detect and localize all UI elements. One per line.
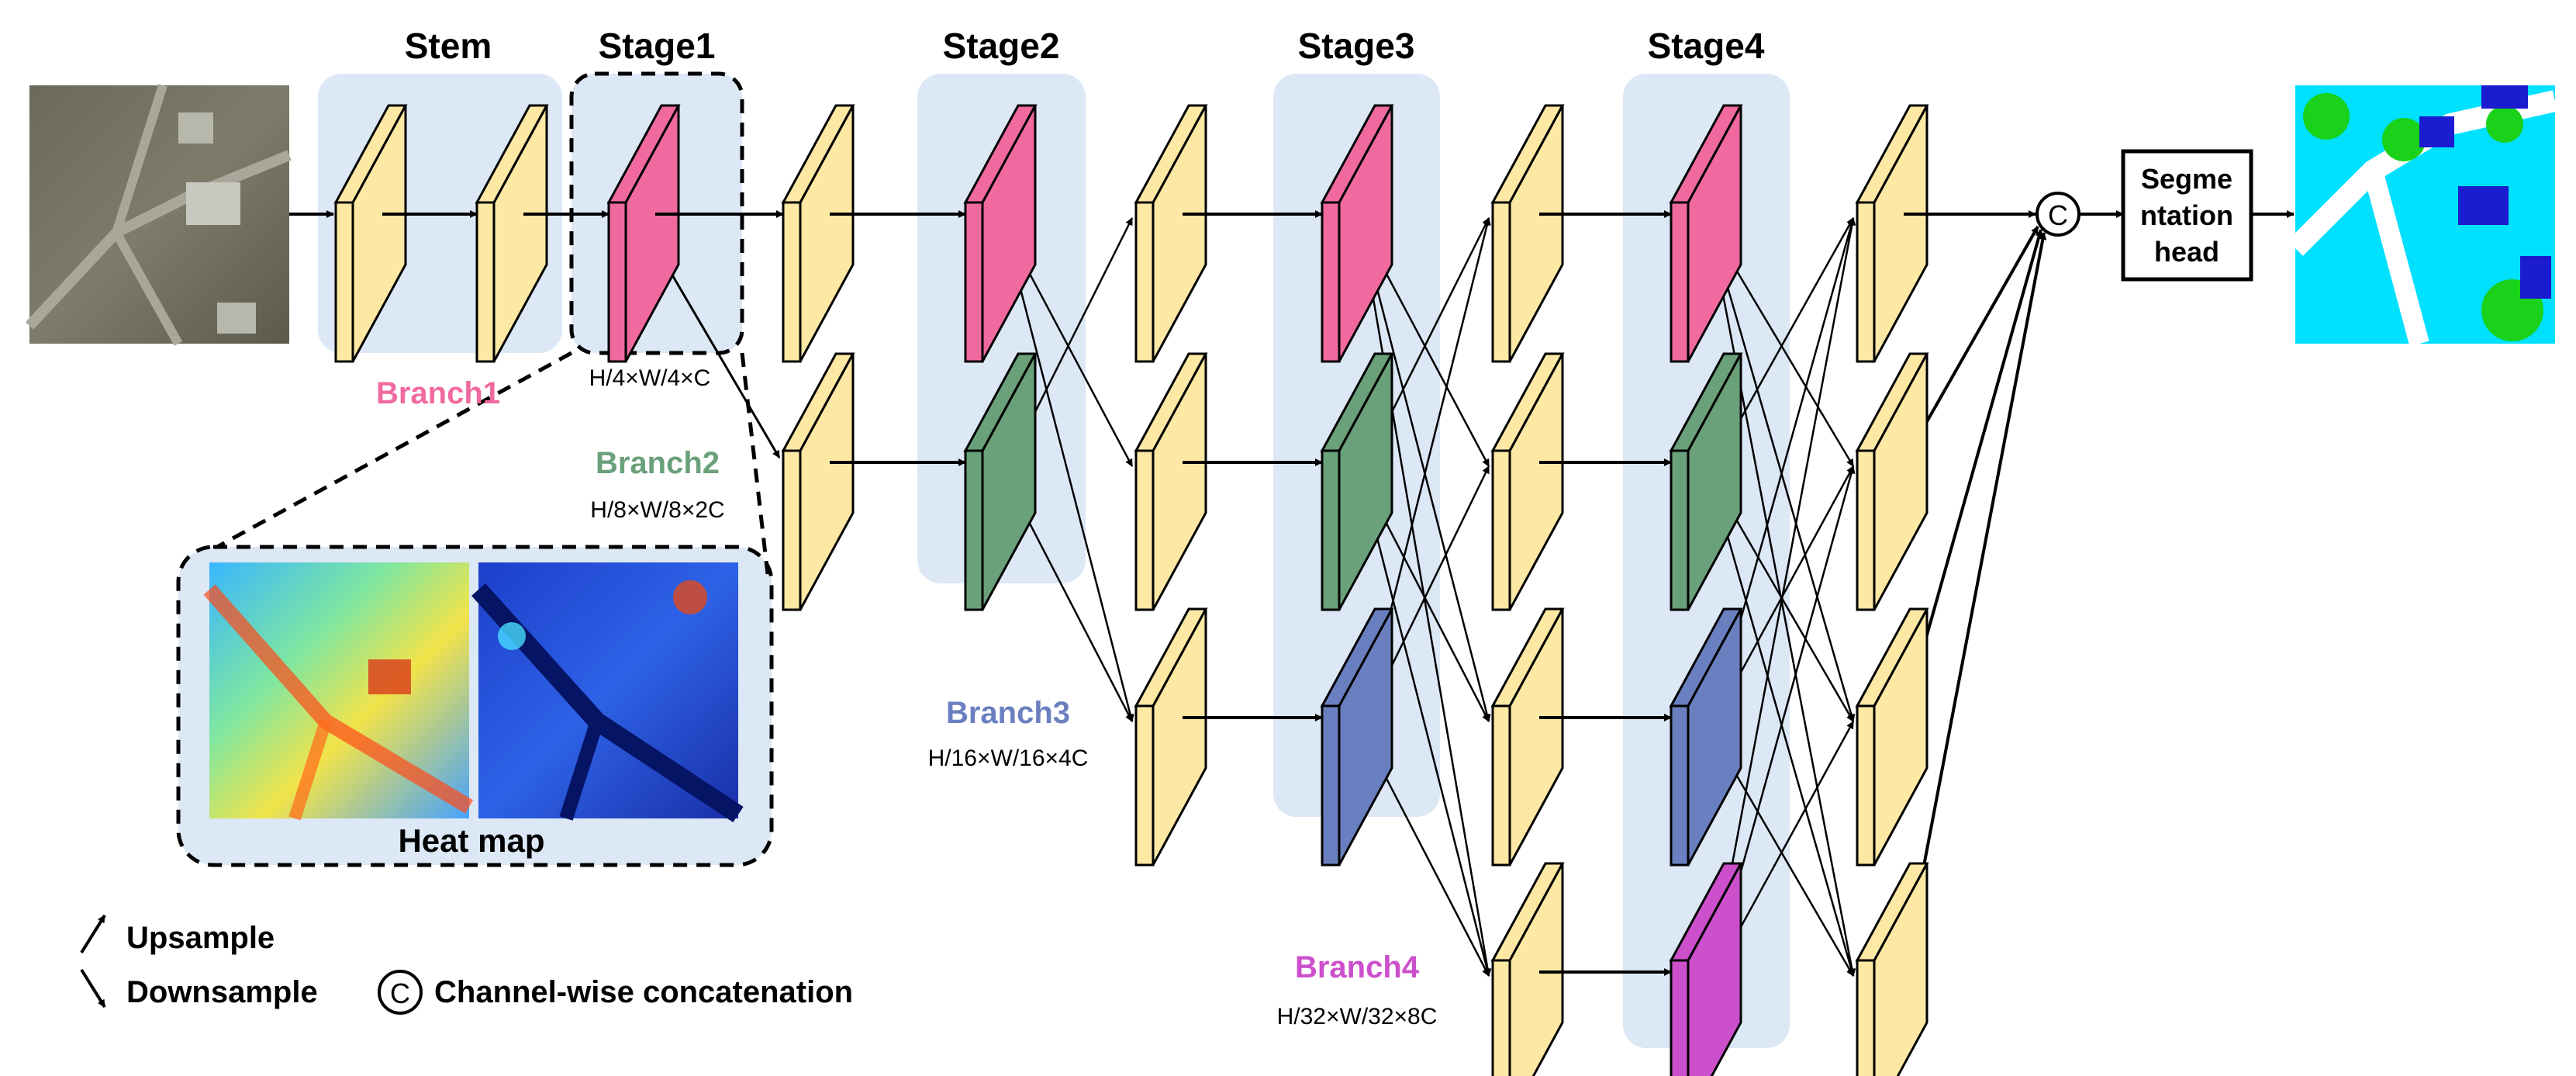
input-aerial-image <box>25 84 292 346</box>
seg-head-line1: Segme <box>2141 163 2232 195</box>
transition2-branch3-block <box>1134 607 1208 867</box>
stem-block-2 <box>475 104 549 363</box>
stage-title-stage1: Stage1 <box>599 26 716 66</box>
stage4-branch4-block <box>1669 862 1743 1076</box>
output-branch3-block <box>1855 607 1929 867</box>
branch4-dims: H/32×W/32×8C <box>1277 1004 1438 1029</box>
segmentation-head: Segme ntation head <box>2121 149 2253 282</box>
branch4-label: Branch4 <box>1295 950 1420 984</box>
concat-symbol: C <box>2048 199 2068 231</box>
stage4-branch3-block <box>1669 607 1743 867</box>
stage3-branch2-block <box>1320 352 1394 611</box>
legend-downsample-label: Downsample <box>126 975 318 1009</box>
transition2-branch2-block <box>1134 352 1208 611</box>
output-branch2-block <box>1855 352 1929 611</box>
stem-block-1 <box>333 104 408 363</box>
transition3-branch1-block <box>1490 104 1565 363</box>
fan-s4-3-0 <box>1708 217 1856 984</box>
transition3-branch2-block <box>1490 352 1565 611</box>
heatmap-label: Heat map <box>398 822 544 859</box>
legend: Upsample Downsample C Channel-wise conca… <box>80 914 853 1015</box>
stage2-branch1-block <box>963 104 1038 363</box>
branch3-dims: H/16×W/16×4C <box>928 746 1089 771</box>
branch3-label: Branch3 <box>946 696 1070 730</box>
stage4-branch1-block <box>1669 104 1743 363</box>
transition2-branch1-block <box>1134 104 1208 363</box>
stage3-branch3-block <box>1320 607 1394 867</box>
heatmap-panel: Heat map <box>176 545 774 867</box>
stage4-branch2-block <box>1669 352 1743 611</box>
fan-s3-0-3 <box>1359 225 1492 977</box>
stage3-branch1-block <box>1320 104 1394 363</box>
transition1-branch1-block <box>781 104 855 363</box>
concat-node: C <box>2036 192 2080 237</box>
fan-s2-0-2 <box>1003 225 1134 722</box>
transition3-branch4-block <box>1490 862 1565 1076</box>
transition1-branch2-block <box>781 352 855 611</box>
output-branch1-block <box>1855 104 1929 363</box>
fan-s3-1-3 <box>1359 473 1491 977</box>
feature-map-blocks <box>333 104 1929 1076</box>
stage1-block <box>606 104 681 363</box>
transition3-branch3-block <box>1490 607 1565 867</box>
stage-title-stage3: Stage3 <box>1298 26 1415 66</box>
branch2-label: Branch2 <box>596 446 720 480</box>
legend-upsample-label: Upsample <box>126 921 275 955</box>
legend-concat-symbol: C <box>390 977 410 1009</box>
seg-head-line3: head <box>2154 236 2219 268</box>
legend-concat-label: Channel-wise concatenation <box>434 975 853 1009</box>
out-b4-to-concat <box>1902 232 2047 973</box>
main-flow-arrows <box>289 210 2295 976</box>
downsample-arrow-icon <box>80 968 106 1009</box>
branch1-dims: H/4×W/4×C <box>589 365 711 391</box>
concat-legend-icon <box>378 970 423 1015</box>
output-segmentation-image <box>2288 85 2558 347</box>
output-branch4-block <box>1855 862 1929 1076</box>
stage-title-stem: Stem <box>405 26 492 66</box>
branch2-dims: H/8×W/8×2C <box>590 497 724 523</box>
stage-title-stage4: Stage4 <box>1648 26 1765 66</box>
seg-head-line2: ntation <box>2140 199 2233 231</box>
branch1-label: Branch1 <box>376 376 500 410</box>
stage-title-stage2: Stage2 <box>943 26 1060 66</box>
stage2-branch2-block <box>963 352 1038 611</box>
upsample-arrow-icon <box>80 914 106 954</box>
zoom-lines <box>216 351 770 575</box>
